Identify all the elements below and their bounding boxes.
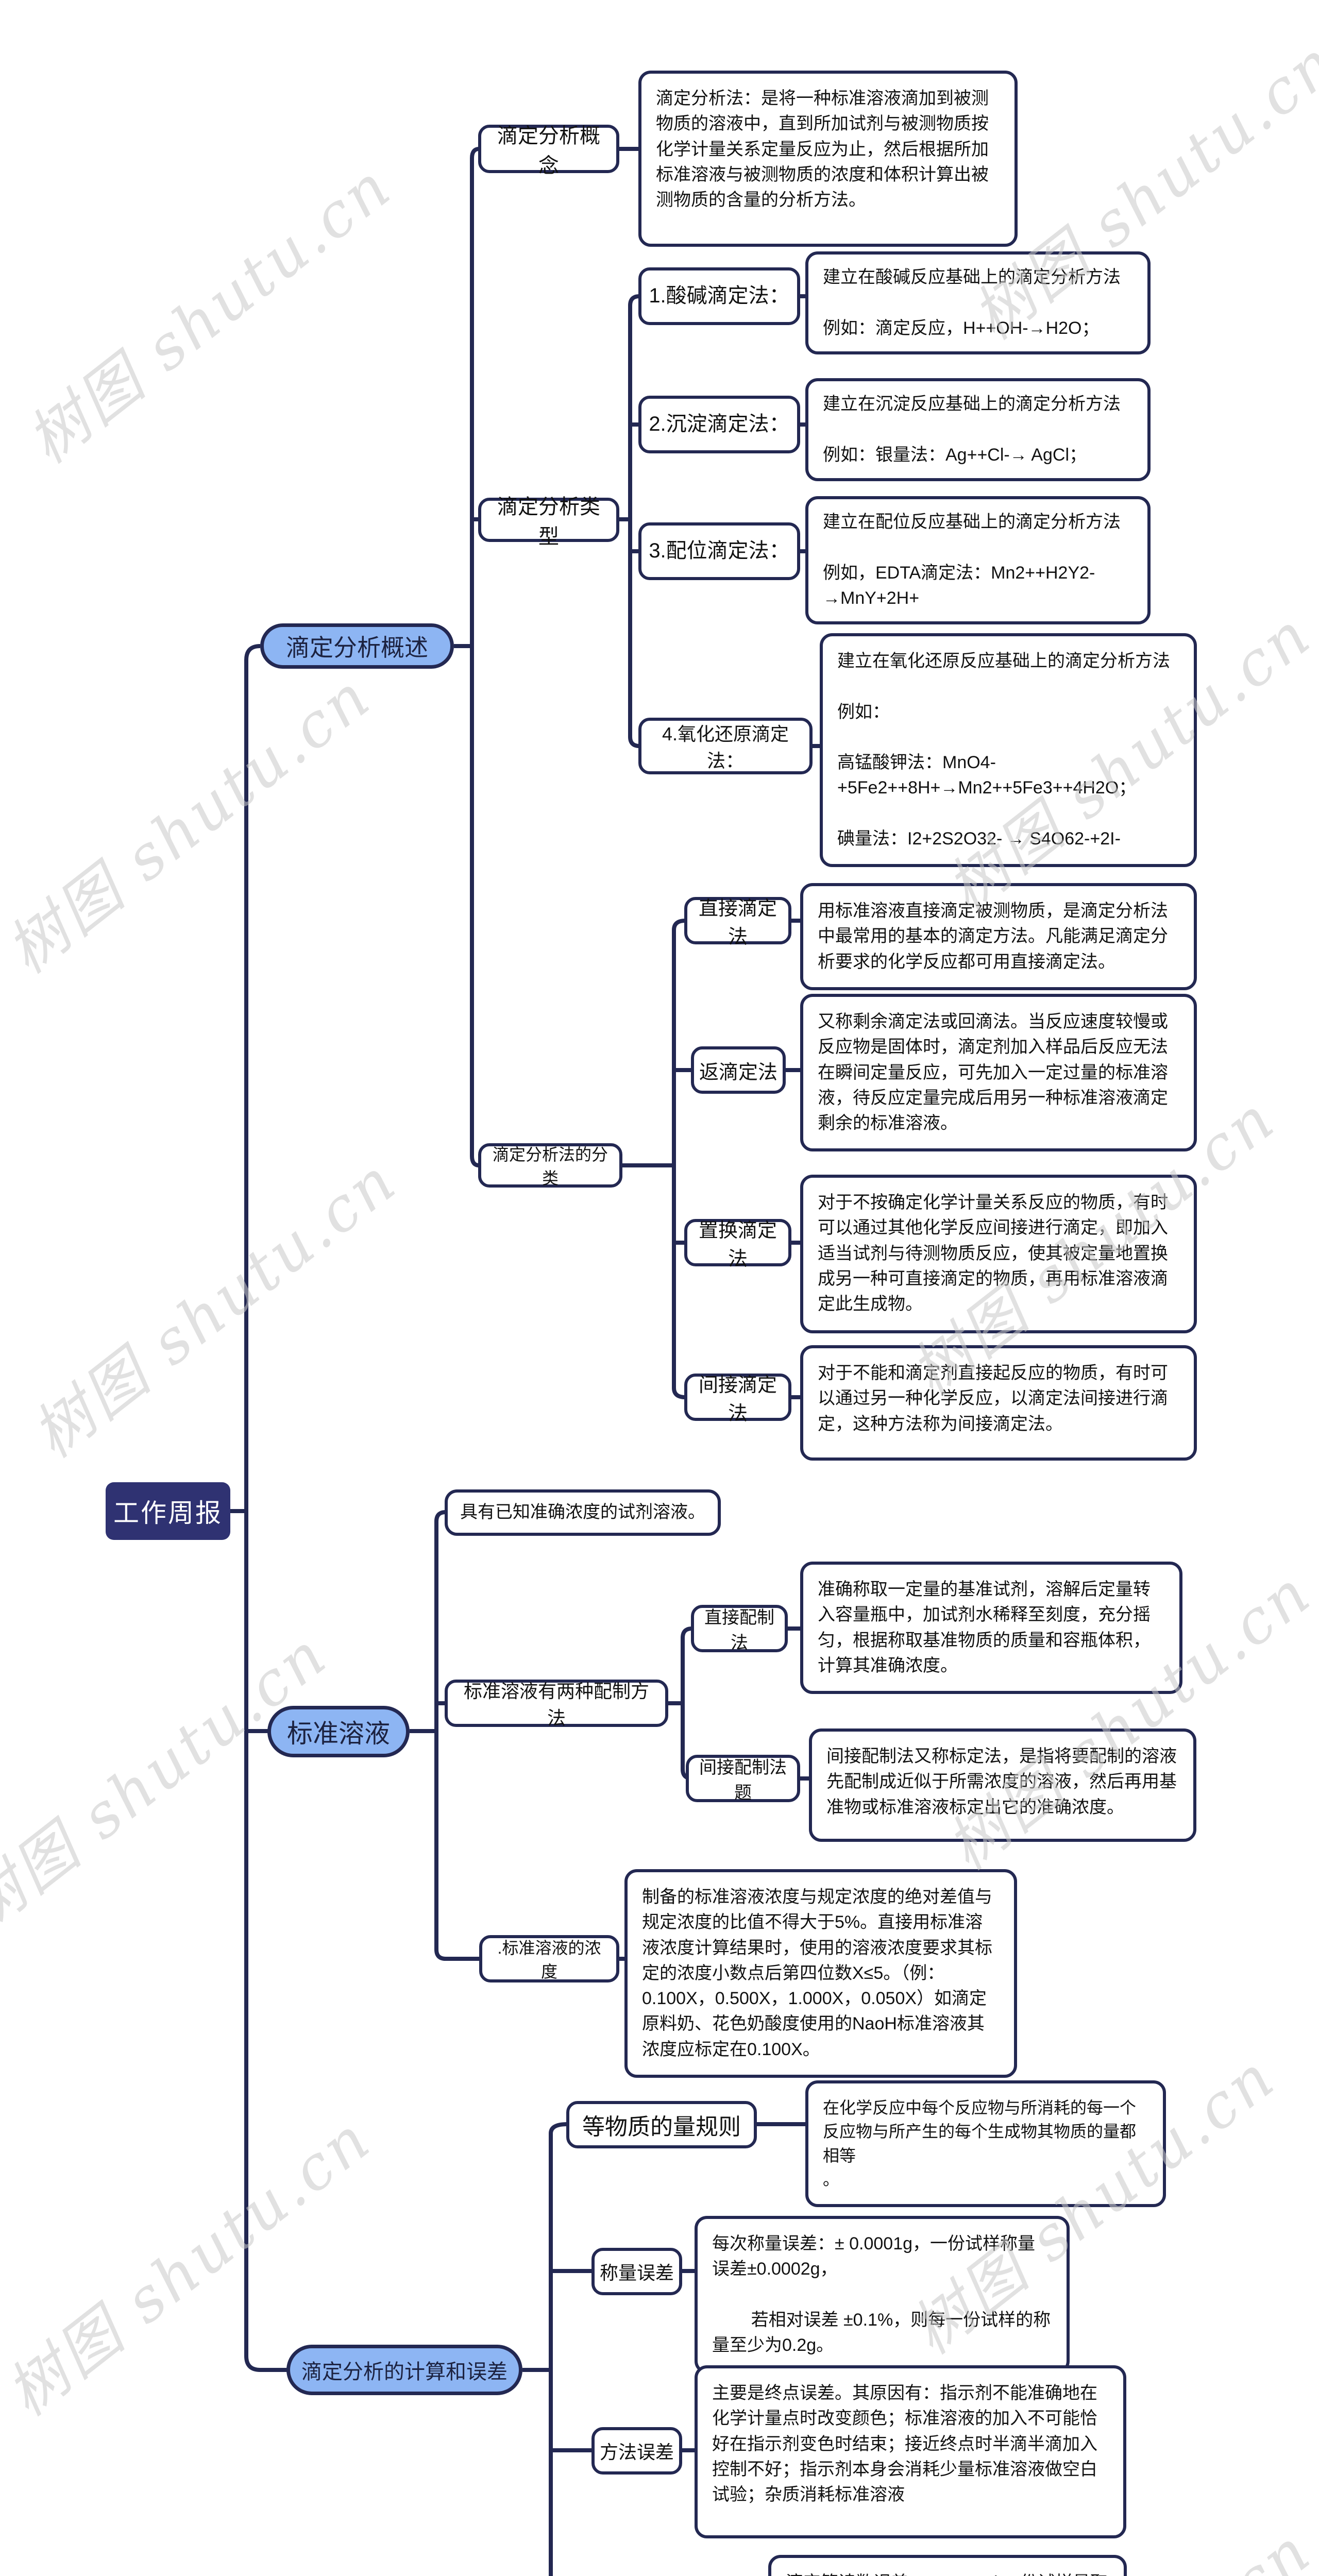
branch-calculation-error[interactable]: 滴定分析的计算和误差	[286, 2345, 522, 2395]
branch-standard-solution[interactable]: 标准溶液	[267, 1706, 410, 1757]
node-type-coordination-desc[interactable]: 建立在配位反应基础上的滴定分析方法 例如，EDTA滴定法：Mn2++H2Y2-→…	[805, 496, 1151, 625]
node-type-acid-base-desc[interactable]: 建立在酸碱反应基础上的滴定分析方法 例如：滴定反应，H++OH-→H2O；	[805, 251, 1151, 354]
node-indirect-preparation-label[interactable]: 间接配制法题	[686, 1755, 800, 1803]
node-concept-label[interactable]: 滴定分析概念	[478, 125, 619, 177]
node-weighing-error-desc[interactable]: 每次称量误差：± 0.0001g，一份试样称量误差±0.0002g， 若相对误差…	[695, 2216, 1070, 2374]
node-equal-amount-rule-desc[interactable]: 在化学反应中每个反应物与所消耗的每一个反应物与所产生的每个生成物其物质的量都相等…	[805, 2080, 1166, 2207]
connector	[672, 919, 686, 1399]
connector	[628, 294, 640, 748]
node-classification-label[interactable]: 滴定分析法的分类	[478, 1143, 622, 1188]
connector	[549, 2122, 568, 2576]
node-indirect-titration-desc[interactable]: 对于不能和滴定剂直接起反应的物质，有时可以通过另一种化学反应，以滴定法间接进行滴…	[800, 1345, 1197, 1461]
connector	[681, 1626, 692, 1781]
node-preparation-methods-label[interactable]: 标准溶液有两种配制方法	[445, 1680, 668, 1728]
node-method-error-label[interactable]: 方法误差	[591, 2427, 682, 2475]
connector	[470, 147, 480, 1167]
node-direct-titration-label[interactable]: 直接滴定法	[684, 897, 791, 948]
connector	[244, 644, 288, 2372]
node-displacement-titration-desc[interactable]: 对于不按确定化学计量关系反应的物质，有时可以通过其他化学反应间接进行滴定，即加入…	[800, 1175, 1197, 1333]
node-back-titration-label[interactable]: 返滴定法	[691, 1046, 786, 1094]
node-indirect-titration-label[interactable]: 间接滴定法	[684, 1374, 791, 1425]
node-type-redox-label[interactable]: 4.氧化还原滴定法：	[638, 718, 813, 774]
node-method-error-desc[interactable]: 主要是终点误差。其原因有：指示剂不能准确地在化学计量点时改变颜色；标准溶液的加入…	[695, 2365, 1126, 2538]
branch-overview[interactable]: 滴定分析概述	[260, 623, 454, 669]
node-concentration-label[interactable]: .标准溶液的浓度	[479, 1935, 619, 1982]
node-type-precipitation-desc[interactable]: 建立在沉淀反应基础上的滴定分析方法 例如：银量法：Ag++Cl-→ AgCl；	[805, 378, 1151, 481]
node-indirect-preparation-desc[interactable]: 间接配制法又称标定法，是指将要配制的溶液先配制成近似于所需浓度的溶液，然后再用基…	[809, 1728, 1196, 1842]
node-type-redox-desc[interactable]: 建立在氧化还原反应基础上的滴定分析方法 例如： 高锰酸钾法：MnO4-+5Fe2…	[820, 633, 1197, 868]
node-concentration-desc[interactable]: 制备的标准溶液浓度与规定浓度的绝对差值与规定浓度的比值不得大于5%。直接用标准溶…	[624, 1869, 1017, 2078]
node-type-coordination-label[interactable]: 3.配位滴定法：	[638, 522, 800, 580]
node-weighing-error-label[interactable]: 称量误差	[591, 2248, 682, 2295]
root-node[interactable]: 工作周报	[106, 1482, 230, 1540]
node-types-label[interactable]: 滴定分析类型	[478, 496, 619, 548]
node-type-acid-base-label[interactable]: 1.酸碱滴定法：	[638, 267, 800, 325]
node-back-titration-desc[interactable]: 又称剩余滴定法或回滴法。当反应速度较慢或反应物是固体时，滴定剂加入样品后反应无法…	[800, 994, 1197, 1152]
node-standard-solution-definition[interactable]: 具有已知准确浓度的试剂溶液。	[445, 1489, 721, 1536]
node-concept-desc[interactable]: 滴定分析法：是将一种标准溶液滴加到被测物质的溶液中，直到所加试剂与被测物质按化学…	[638, 71, 1018, 247]
node-displacement-titration-label[interactable]: 置换滴定法	[684, 1219, 791, 1270]
connector	[434, 1510, 480, 1961]
node-direct-titration-desc[interactable]: 用标准溶液直接滴定被测物质，是滴定分析法中最常用的基本的滴定方法。凡能满足滴定分…	[800, 883, 1197, 990]
node-direct-preparation-desc[interactable]: 准确称取一定量的基准试剂，溶解后定量转入容量瓶中，加试剂水稀释至刻度，充分摇匀，…	[800, 1562, 1182, 1694]
node-equal-amount-rule-label[interactable]: 等物质的量规则	[566, 2101, 757, 2148]
node-type-precipitation-label[interactable]: 2.沉淀滴定法：	[638, 396, 800, 453]
node-volume-error-desc[interactable]: 滴定管读数误差：± 0. 01ml,一份试样量取误差± 0. 02ml, 若相对…	[768, 2555, 1127, 2576]
node-direct-preparation-label[interactable]: 直接配制法	[691, 1605, 788, 1653]
